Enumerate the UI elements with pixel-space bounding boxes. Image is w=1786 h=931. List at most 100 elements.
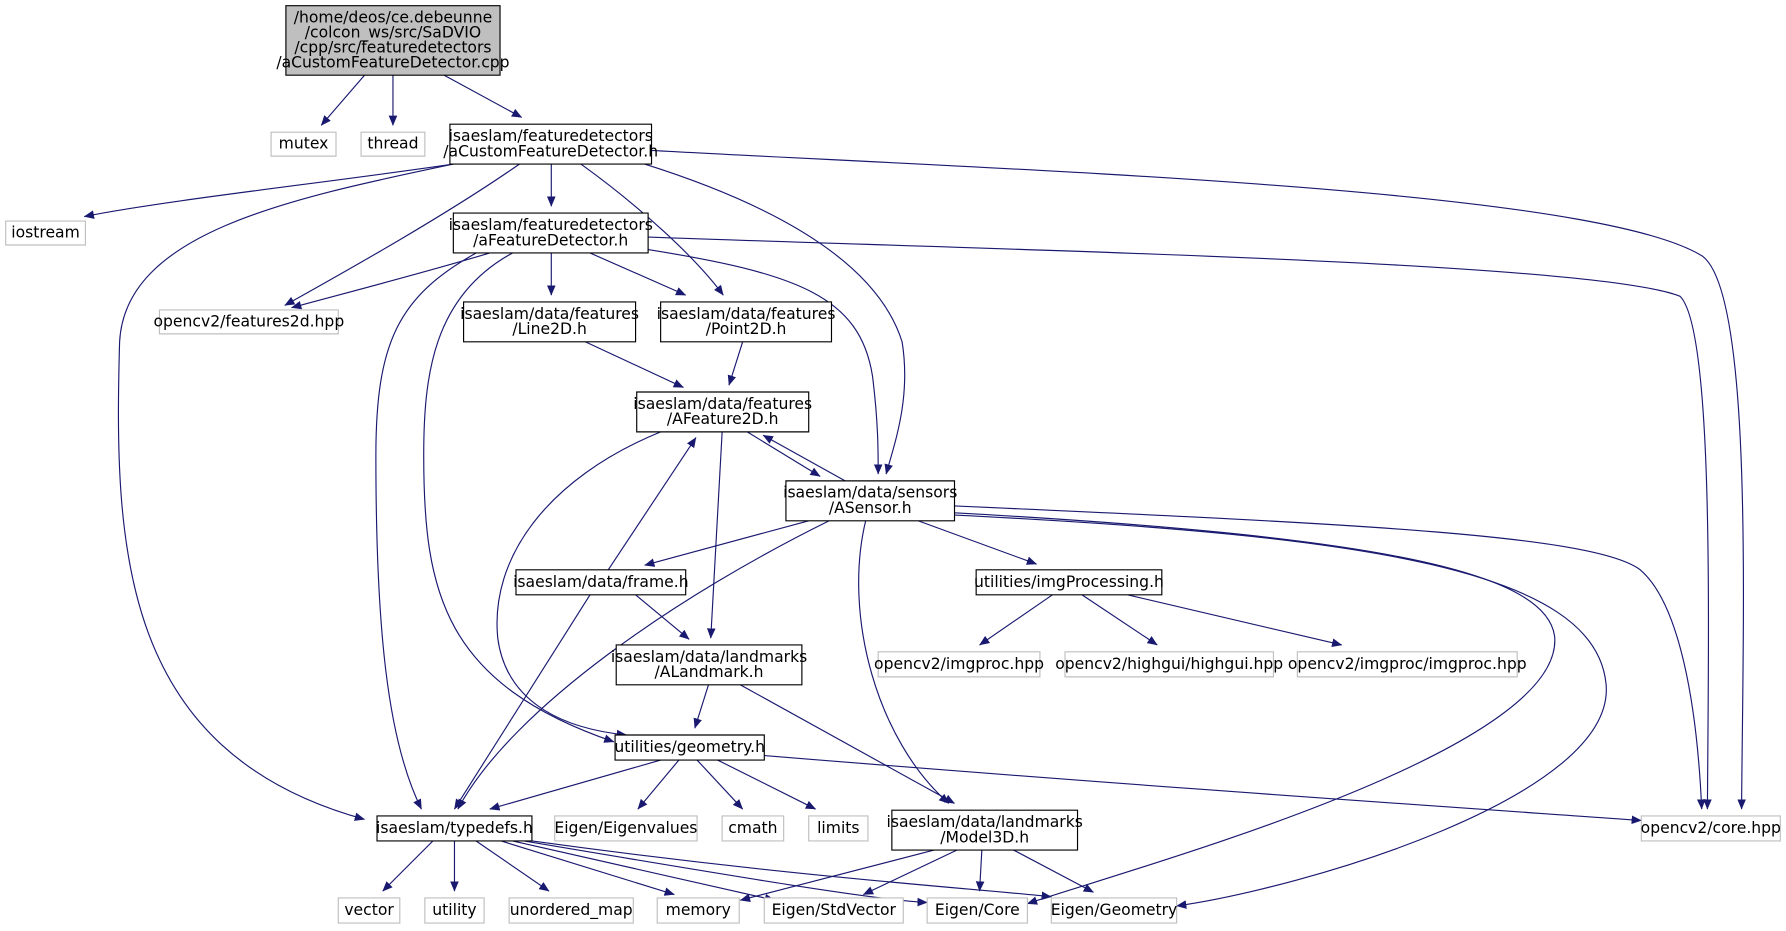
edge-afeature2d-to-alandmark [706,432,722,639]
edge-imgprocessing-to-imgproc2 [1128,595,1343,647]
dependency-nodes: /home/deos/ce.debeunne/colcon_ws/src/SaD… [6,6,1781,923]
node-core-box [1641,816,1780,841]
node-model3d-box [892,810,1078,850]
node-alandmark[interactable]: isaeslam/data/landmarks/ALandmark.h [611,645,807,685]
edge-model3d-to-eigencore [975,850,985,892]
node-root-label-line-2: /cpp/src/featuredetectors [294,39,491,57]
node-eigengeometry-box [1051,898,1176,923]
node-utility-label-line-0: utility [432,901,476,919]
edge-imgprocessing-to-imgproc [979,595,1053,645]
node-features2d-label-line-0: opencv2/features2d.hpp [154,312,345,330]
edge-asensor-to-eigengeometry [955,515,1607,909]
edge-alandmark-to-model3d [740,685,955,804]
edge-model3d-to-eigengeometry [1014,850,1094,892]
node-acfd_h[interactable]: isaeslam/featuredetectors/aCustomFeature… [443,124,658,164]
node-point2d-box [661,302,832,342]
edge-acfd_h-to-core [652,150,1746,810]
edge-model3d-to-stdvector [862,850,956,894]
node-imgprocessing-box [976,570,1162,595]
node-afd_h-label-line-1: /aFeatureDetector.h [473,231,628,249]
node-cmath-box [722,816,784,841]
node-geometry-label-line-0: utilities/geometry.h [614,738,765,756]
node-stdvector-label-line-0: Eigen/StdVector [772,901,897,919]
edge-afeature2d-to-geometry [497,432,661,739]
node-imgprocessing-label-line-0: utilities/imgProcessing.h [974,573,1164,591]
dependency-edges [83,75,1746,909]
node-iostream-label-line-0: iostream [11,224,80,242]
node-model3d-label-line-1: /Model3D.h [940,828,1029,846]
node-memory: memory [657,898,739,923]
node-frame[interactable]: isaeslam/data/frame.h [513,570,689,595]
node-limits-box [809,816,868,841]
node-model3d[interactable]: isaeslam/data/landmarks/Model3D.h [887,810,1083,850]
edge-typedefs-to-eigengeometry [532,841,1052,901]
node-asensor[interactable]: isaeslam/data/sensors/ASensor.h [783,481,957,521]
edge-frame-to-typedefs [454,595,590,810]
node-line2d-label-line-1: /Line2D.h [512,320,587,338]
node-root-label-line-0: /home/deos/ce.debeunne [294,8,492,26]
edge-asensor-to-afeature2d [762,435,845,481]
edge-typedefs-to-memory [501,841,675,896]
node-afeature2d[interactable]: isaeslam/data/features/AFeature2D.h [633,392,812,432]
node-afeature2d-label-line-1: /AFeature2D.h [667,410,779,428]
node-asensor-box [786,481,955,521]
node-typedefs-box [377,816,532,841]
edge-asensor-to-model3d [859,521,949,804]
node-root[interactable]: /home/deos/ce.debeunne/colcon_ws/src/SaD… [276,6,510,76]
node-line2d-box [464,302,636,342]
node-eigencore: Eigen/Core [927,898,1027,923]
node-vector-box [338,898,400,923]
edge-imgprocessing-to-highgui [1082,595,1158,645]
node-asensor-label-line-1: /ASensor.h [829,499,912,517]
node-cmath-label-line-0: cmath [728,819,777,837]
edge-acfd_h-to-iostream [83,164,453,219]
node-geometry-box [615,735,764,760]
node-thread-box [361,132,425,156]
node-point2d-label-line-0: isaeslam/data/features [657,305,836,323]
node-geometry[interactable]: utilities/geometry.h [614,735,765,760]
node-limits: limits [809,816,868,841]
edge-afd_h-to-geometry [424,253,615,743]
node-line2d[interactable]: isaeslam/data/features/Line2D.h [460,302,639,342]
node-afeature2d-box [637,392,809,432]
node-highgui: opencv2/highgui/highgui.hpp [1055,652,1283,677]
node-afd_h-label-line-0: isaeslam/featuredetectors [449,216,653,234]
node-root-label-line-3: /aCustomFeatureDetector.cpp [276,54,509,72]
node-eigencore-box [927,898,1027,923]
edge-geometry-to-eigenvalues [638,760,679,809]
node-acfd_h-box [450,124,652,164]
edge-frame-to-afeature2d [608,437,696,570]
node-eigenvalues: Eigen/Eigenvalues [554,816,697,841]
edge-typedefs-to-vector [383,841,433,891]
node-memory-box [657,898,739,923]
node-imgproc2: opencv2/imgproc/imgproc.hpp [1288,652,1527,677]
edge-afd_h-to-features2d [291,253,490,310]
node-eigenvalues-label-line-0: Eigen/Eigenvalues [554,819,697,837]
node-unordered_map: unordered_map [509,898,633,923]
edge-asensor-to-core [955,506,1706,810]
node-eigengeometry: Eigen/Geometry [1051,898,1178,923]
node-imgproc2-label-line-0: opencv2/imgproc/imgproc.hpp [1288,655,1527,673]
node-imgproc-label-line-0: opencv2/imgproc.hpp [874,655,1044,673]
node-asensor-label-line-0: isaeslam/data/sensors [783,484,957,502]
node-imgproc2-box [1297,652,1517,677]
node-point2d[interactable]: isaeslam/data/features/Point2D.h [657,302,836,342]
node-highgui-box [1065,652,1273,677]
node-typedefs[interactable]: isaeslam/typedefs.h [376,816,533,841]
node-vector-label-line-0: vector [344,901,394,919]
node-utility-box [425,898,484,923]
node-afd_h-box [453,213,648,253]
edge-asensor-to-eigencore [955,513,1555,905]
node-acfd_h-label-line-1: /aCustomFeatureDetector.h [443,142,658,160]
node-eigencore-label-line-0: Eigen/Core [935,901,1020,919]
edge-model3d-to-memory [739,850,934,902]
edge-typedefs-to-stdvector [513,841,776,903]
node-features2d-box [159,310,338,334]
node-imgprocessing[interactable]: utilities/imgProcessing.h [974,570,1164,595]
edge-root-to-acfd_h [444,75,523,117]
node-afd_h[interactable]: isaeslam/featuredetectors/aFeatureDetect… [449,213,653,253]
edge-typedefs-to-unordered_map [476,841,550,891]
node-line2d-label-line-0: isaeslam/data/features [460,305,639,323]
